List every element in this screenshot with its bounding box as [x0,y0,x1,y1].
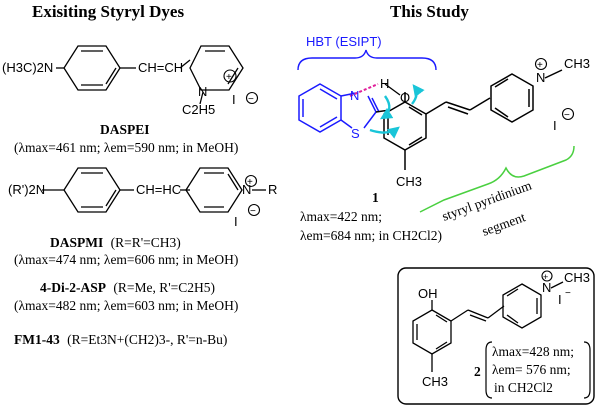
compound1-structure [298,57,575,170]
asp-name: 4-Di-2-ASP [40,280,106,295]
c2-left-paren [485,341,493,399]
compound2-lambda-max: λmax=428 nm; [492,344,574,359]
daspei-plus-sign: + [226,72,232,83]
c2-methyl: CH3 [564,270,590,285]
c1-h-atom: H [380,76,389,91]
c2-minus-sign: − [565,288,571,299]
fm-name-note: (R=Et3N+(CH2)3-, R'=n-Bu) [67,332,227,347]
daspei-minus-sign: − [248,94,254,105]
daspmi-structure [42,167,266,217]
left-header: Exisiting Styryl Dyes [32,2,184,21]
daspmi-plus-sign: + [247,177,253,188]
daspei-ethyl: C2H5 [182,102,215,117]
daspmi-iodide: I [234,214,238,229]
daspei-iodide: I [232,92,236,107]
compound2-lambda-em: λem= 576 nm; [492,362,571,377]
fm-name: FM1-43 [14,332,60,347]
daspei-props: (λmax=461 nm; λem=590 nm; in MeOH) [14,140,238,155]
c2-ch3-atom: CH3 [422,374,448,389]
c2-right-paren [583,341,591,399]
daspei-n-plus: N [198,84,207,99]
daspmi-name-line: DASPMI (R=R'=CH3) [50,235,181,250]
c2-plus-sign: + [543,272,548,282]
c2-oh-atom: OH [418,286,438,301]
hbt-brace [297,49,437,71]
daspmi-amine: (R')2N [8,182,45,197]
c1-ch3-atom: CH3 [396,174,422,189]
c1-plus-sign: + [537,60,543,71]
c1-n-atom: N [350,88,359,103]
compound2-solvent: in CH2Cl2 [494,380,553,395]
compound1-lambda-em: λem=684 nm; in CH2Cl2) [300,228,442,243]
daspmi-n-plus: N [242,182,251,197]
compound1-lambda-max: λmax=422 nm; [300,209,382,224]
c1-minus-sign: − [564,110,570,121]
asp-name-line: 4-Di-2-ASP (R=Me, R'=C2H5) [40,280,215,295]
segment-brace [419,145,575,213]
daspei-amine: (H3C)2N [2,60,53,75]
c1-n-plus-atom: N [536,70,545,85]
asp-props: (λmax=482 nm; λem=603 nm; in MeOH) [14,298,238,313]
compound2-number: 2 [474,364,481,379]
daspmi-name-note: (R=R'=CH3) [111,235,181,250]
daspmi-r: R [268,182,277,197]
daspmi-name: DASPMI [50,235,103,250]
c2-iodide: I [558,292,562,307]
c2-n-plus-atom: N [542,280,551,295]
c1-iodide: I [553,118,557,133]
daspmi-props: (λmax=474 nm; λem=606 nm; in MeOH) [14,252,238,267]
fm-name-line: FM1-43 (R=Et3N+(CH2)3-, R'=n-Bu) [14,332,227,347]
hbt-label: HBT (ESIPT) [306,34,382,49]
daspei-vinyl: CH=CH [138,60,183,75]
segment-label-2: segment [480,209,528,239]
c1-methyl: CH3 [564,56,590,71]
daspei-name: DASPEI [100,122,150,137]
right-header: This Study [390,2,469,21]
compound2-structure [412,270,564,372]
daspei-structure [56,45,259,105]
daspmi-minus-sign: − [250,206,256,217]
daspmi-vinyl: CH=HC [136,182,181,197]
asp-name-note: (R=Me, R'=C2H5) [113,280,215,295]
compound1-number: 1 [372,190,379,205]
compound2-box [397,267,595,405]
c1-s-atom: S [351,126,360,141]
c1-o-atom: O [400,90,410,105]
